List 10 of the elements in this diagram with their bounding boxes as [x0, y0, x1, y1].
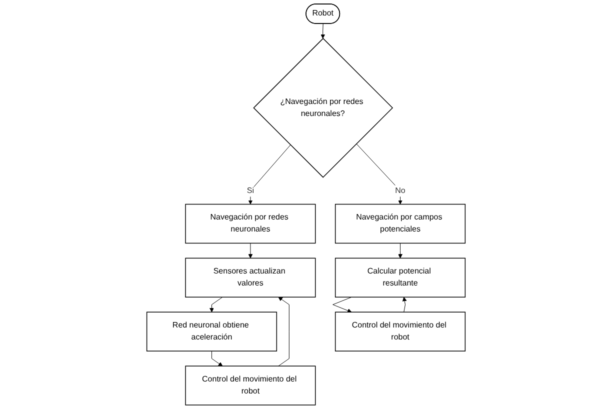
arrow [356, 144, 402, 204]
arrow [332, 296, 352, 313]
arrow [398, 242, 402, 258]
arrow [212, 350, 223, 366]
arrow [402, 296, 407, 312]
arrow [278, 296, 290, 366]
arrow [210, 296, 223, 312]
arrow [320, 23, 326, 39]
arrow [248, 242, 253, 258]
arrow [248, 144, 291, 204]
